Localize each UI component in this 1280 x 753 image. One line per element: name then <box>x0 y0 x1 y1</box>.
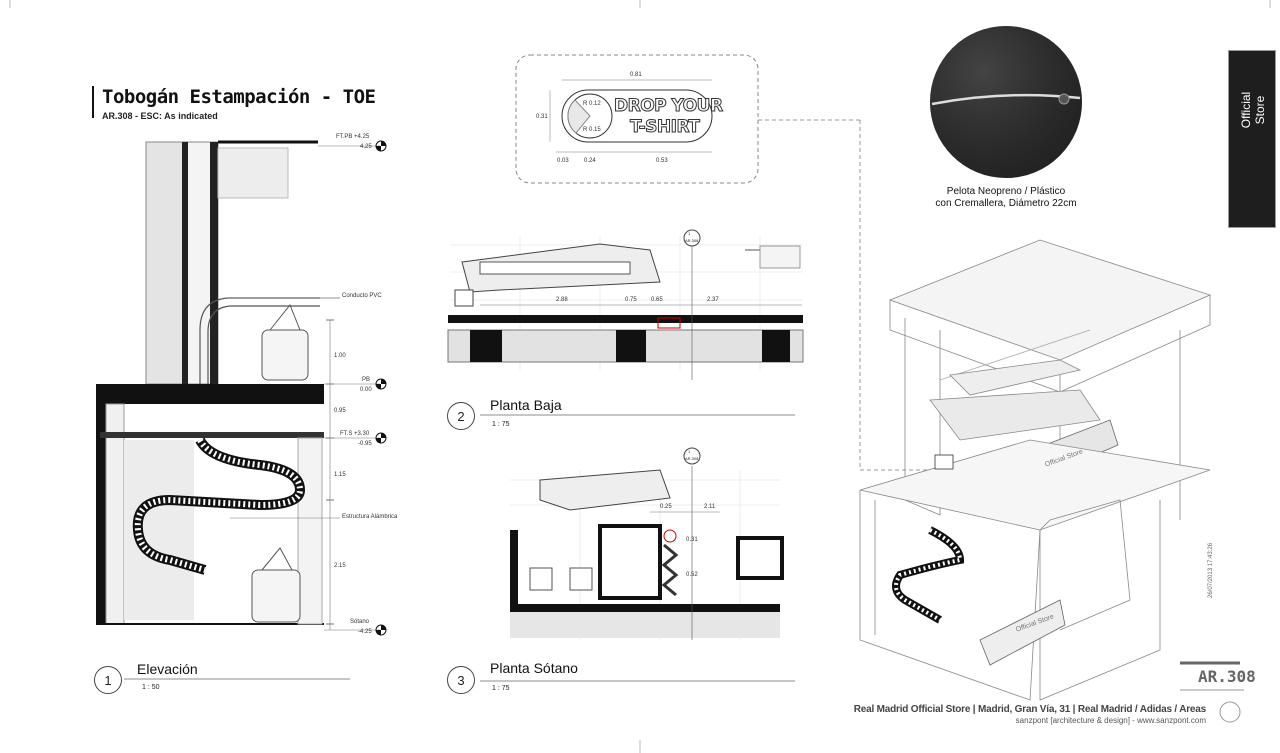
ball-caption: Pelota Neopreno / Plástico con Cremaller… <box>906 186 1106 210</box>
view-scale: 1 : 50 <box>142 684 160 691</box>
pb-section-num: 1 <box>688 231 691 236</box>
official-store-tab <box>1228 50 1276 228</box>
label-conducto: Conducto PVC <box>342 293 382 299</box>
ps-dim: 0.52 <box>686 572 698 578</box>
sheet-subtitle: AR.308 - ESC: As indicated <box>102 111 218 121</box>
level-name: Sótano <box>350 619 370 625</box>
level-value: 4.25 <box>360 144 372 150</box>
view-scale: 1 : 75 <box>492 685 510 692</box>
title-rule <box>92 86 94 118</box>
sign-dim-height: 0.31 <box>536 114 548 120</box>
view-name-elevacion: Elevación <box>137 661 198 677</box>
sign-detail-drawing <box>515 54 940 471</box>
sign-dim-r2: R 0.15 <box>583 127 601 133</box>
level-name: FT.S +3.30 <box>340 431 370 437</box>
sign-text-line1: DROP YOUR <box>614 96 724 117</box>
dimension: 2.15 <box>334 563 346 569</box>
view-scale: 1 : 75 <box>492 421 510 428</box>
footer-crest-icon <box>1219 701 1241 723</box>
planta-sotano-drawing <box>510 447 784 640</box>
ps-section-num: 1 <box>688 449 691 454</box>
store-tab-line1: Official <box>1239 91 1253 129</box>
pb-dim: 2.37 <box>707 297 719 303</box>
level-name: PB <box>362 377 371 383</box>
ball-caption-line1: Pelota Neopreno / Plástico <box>946 186 1066 197</box>
sign-dim-width: 0.81 <box>630 72 642 78</box>
ball-caption-line2: con Cremallera, Diámetro 22cm <box>935 198 1077 209</box>
view-name-planta-sotano: Planta Sótano <box>490 660 578 676</box>
level-name: FT.PB +4.25 <box>336 134 370 140</box>
pb-dim: 0.65 <box>651 297 663 303</box>
view-number-3: 3 <box>447 666 475 694</box>
sheet-title: Tobogán Estampación - TOE <box>102 86 376 108</box>
ball-image <box>930 26 1082 178</box>
level-value: -4.25 <box>358 629 372 635</box>
sign-text-line2: T-SHIRT <box>629 117 700 138</box>
footer-firm: sanzpont [architecture & design] - www.s… <box>1015 716 1206 725</box>
dimension: 0.95 <box>334 408 346 414</box>
view-number-2: 2 <box>447 402 475 430</box>
pb-dim: 2.88 <box>556 297 568 303</box>
view-number-1: 1 <box>94 666 122 694</box>
ps-dim: 0.31 <box>686 537 698 543</box>
label-estructura: Estructura Alámbrica <box>342 514 398 520</box>
revision-date: 26/07/2013 17:43:26 <box>1208 542 1214 598</box>
ps-dim: 2.11 <box>704 504 716 510</box>
sign-dim-r1: R 0.12 <box>583 101 601 107</box>
sign-dim-d1: 0.03 <box>557 158 569 164</box>
sheet-number: AR.308 <box>1198 667 1256 686</box>
footer-project: Real Madrid Official Store | Madrid, Gra… <box>853 704 1206 715</box>
view-name-planta-baja: Planta Baja <box>490 397 562 413</box>
ps-section-sheet: AR.308 <box>685 456 699 461</box>
pb-dim: 0.75 <box>625 297 637 303</box>
dimension: 1.15 <box>334 472 346 478</box>
level-value: 0.00 <box>360 387 372 393</box>
ps-dim: 0.25 <box>660 504 672 510</box>
level-value: -0.95 <box>358 441 372 447</box>
pb-section-sheet: AR.308 <box>685 238 699 243</box>
dimension: 1.00 <box>334 353 346 359</box>
elevation-drawing <box>96 140 387 636</box>
sign-dim-d2: 0.24 <box>584 158 596 164</box>
isometric-view <box>859 239 1212 701</box>
sign-dim-d3: 0.53 <box>656 158 668 164</box>
store-tab-line2: Store <box>1253 95 1267 125</box>
planta-baja-drawing <box>447 229 804 380</box>
